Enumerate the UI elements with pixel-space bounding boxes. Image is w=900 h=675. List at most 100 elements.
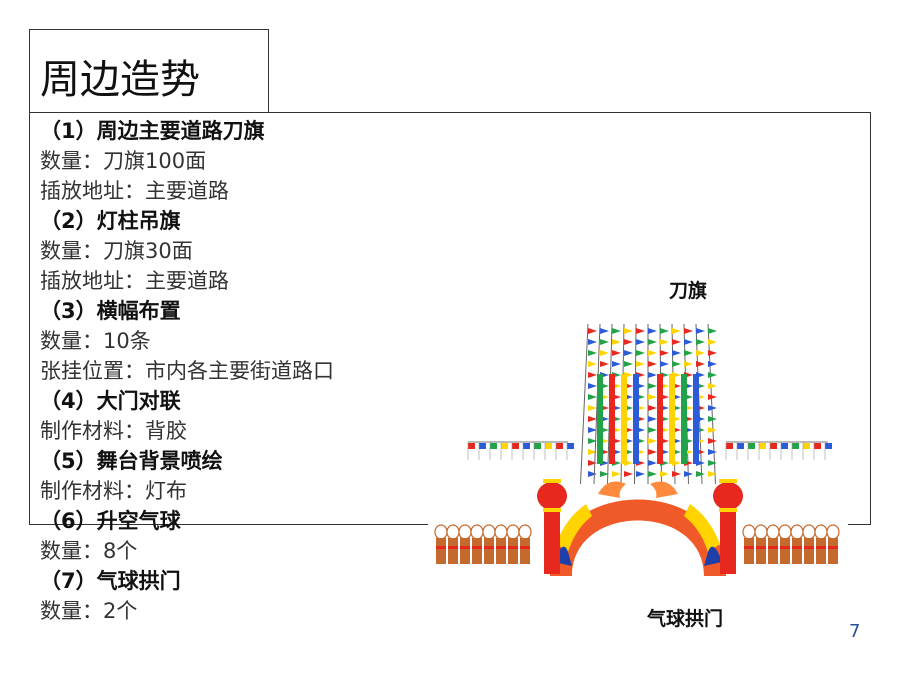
right-flower-basket-handle xyxy=(802,524,816,540)
pennant-flag xyxy=(708,449,717,455)
right-flower-basket-band xyxy=(744,546,754,549)
right-flower-basket xyxy=(768,538,778,564)
pennant-flag xyxy=(600,361,609,367)
left-pennant-flag xyxy=(468,443,475,449)
pennant-flag xyxy=(696,471,705,477)
dragon-decoration-left xyxy=(598,481,626,498)
left-pillar xyxy=(544,510,560,574)
right-pennant-flag xyxy=(748,443,755,449)
vertical-banner xyxy=(633,374,639,464)
pennant-flag xyxy=(600,471,609,477)
vertical-banner xyxy=(609,374,615,464)
left-pennant-flag xyxy=(490,443,497,449)
pennant-flag xyxy=(624,339,633,345)
list-detail: 张挂位置：市内各主要街道路口 xyxy=(40,359,334,383)
left-flower-basket-band xyxy=(460,546,470,549)
pennant-flag xyxy=(696,361,705,367)
right-pennant-flag xyxy=(770,443,777,449)
pennant-flag xyxy=(648,449,657,455)
right-lantern-cap xyxy=(719,479,737,483)
pennant-flag xyxy=(684,339,693,345)
pennant-flag xyxy=(648,361,657,367)
pennant-flag xyxy=(612,361,621,367)
left-lantern-cap xyxy=(543,479,561,483)
pennant-flag xyxy=(624,361,633,367)
title-box: 周边造势 xyxy=(29,29,269,113)
pennant-flag xyxy=(600,339,609,345)
list-detail: 数量：刀旗100面 xyxy=(40,149,207,173)
list-detail: 数量：10条 xyxy=(40,329,151,353)
left-flower-basket-band xyxy=(448,546,458,549)
pennant-flag xyxy=(648,405,657,411)
left-pennant-flag xyxy=(479,443,486,449)
pennant-flag xyxy=(636,328,645,334)
pennant-flag xyxy=(708,328,717,334)
pennant-flag xyxy=(672,350,681,356)
pennant-flag xyxy=(708,471,717,477)
pennant-flag xyxy=(708,350,717,356)
right-flower-basket-band xyxy=(816,546,826,549)
list-detail: 插放地址：主要道路 xyxy=(40,269,229,293)
pennant-flag xyxy=(684,328,693,334)
list-heading: （6）升空气球 xyxy=(40,509,181,533)
list-detail: 数量：8个 xyxy=(40,539,138,563)
right-pennant-flag xyxy=(726,443,733,449)
pennant-flag xyxy=(708,339,717,345)
pennant-flag xyxy=(636,339,645,345)
pennant-flag xyxy=(672,471,681,477)
slide-title: 周边造势 xyxy=(40,57,200,103)
left-flower-basket-band xyxy=(508,546,518,549)
right-pennant-flag xyxy=(814,443,821,449)
right-pillar xyxy=(720,510,736,574)
left-flower-basket-band xyxy=(484,546,494,549)
right-flower-basket-band xyxy=(828,546,838,549)
pennant-flag xyxy=(648,383,657,389)
left-flower-basket-band xyxy=(496,546,506,549)
right-flower-basket-handle xyxy=(766,524,780,540)
list-heading: （5）舞台背景喷绘 xyxy=(40,449,223,473)
right-pennant-flag xyxy=(737,443,744,449)
right-flower-basket xyxy=(792,538,802,564)
right-flower-basket-band xyxy=(804,546,814,549)
pennant-flag xyxy=(708,405,717,411)
flag-pole xyxy=(707,323,716,485)
arch-stripe-blue xyxy=(704,546,722,566)
list-heading: （4）大门对联 xyxy=(40,389,181,413)
list-detail: 插放地址：主要道路 xyxy=(40,179,229,203)
pennant-flag xyxy=(684,361,693,367)
left-flower-basket xyxy=(436,538,446,564)
left-flower-basket-handle xyxy=(434,524,448,540)
illustration-caption-arch: 气球拱门 xyxy=(647,608,724,630)
illustration-caption-flags: 刀旗 xyxy=(669,280,708,302)
left-flower-basket-handle xyxy=(482,524,496,540)
pennant-flag xyxy=(648,372,657,378)
pennant-flag xyxy=(600,328,609,334)
vertical-banner xyxy=(621,374,627,464)
right-flower-basket-handle xyxy=(754,524,768,540)
pennant-flag xyxy=(672,339,681,345)
left-pennant-flag xyxy=(501,443,508,449)
content-list: （1）周边主要道路刀旗数量：刀旗100面插放地址：主要道路（2）灯柱吊旗数量：刀… xyxy=(40,116,334,626)
pennant-flag xyxy=(684,350,693,356)
right-lantern-base xyxy=(719,508,737,512)
left-flower-basket xyxy=(496,538,506,564)
right-flower-basket xyxy=(780,538,790,564)
pennant-flag xyxy=(684,471,693,477)
flag-pole xyxy=(580,323,589,485)
vertical-banner xyxy=(597,374,603,464)
pennant-flag xyxy=(708,383,717,389)
right-flower-basket-handle xyxy=(790,524,804,540)
pennant-flag xyxy=(660,471,669,477)
list-heading: （7）气球拱门 xyxy=(40,569,181,593)
left-flower-basket xyxy=(448,538,458,564)
pennant-flag xyxy=(588,449,597,455)
pennant-flag xyxy=(672,328,681,334)
right-flower-basket-band xyxy=(756,546,766,549)
pennant-flag xyxy=(708,427,717,433)
pennant-flag xyxy=(648,460,657,466)
illustration-svg xyxy=(434,323,840,576)
left-flower-basket-band xyxy=(436,546,446,549)
left-flower-basket xyxy=(460,538,470,564)
left-flower-basket-handle xyxy=(518,524,532,540)
pennant-flag xyxy=(708,460,717,466)
